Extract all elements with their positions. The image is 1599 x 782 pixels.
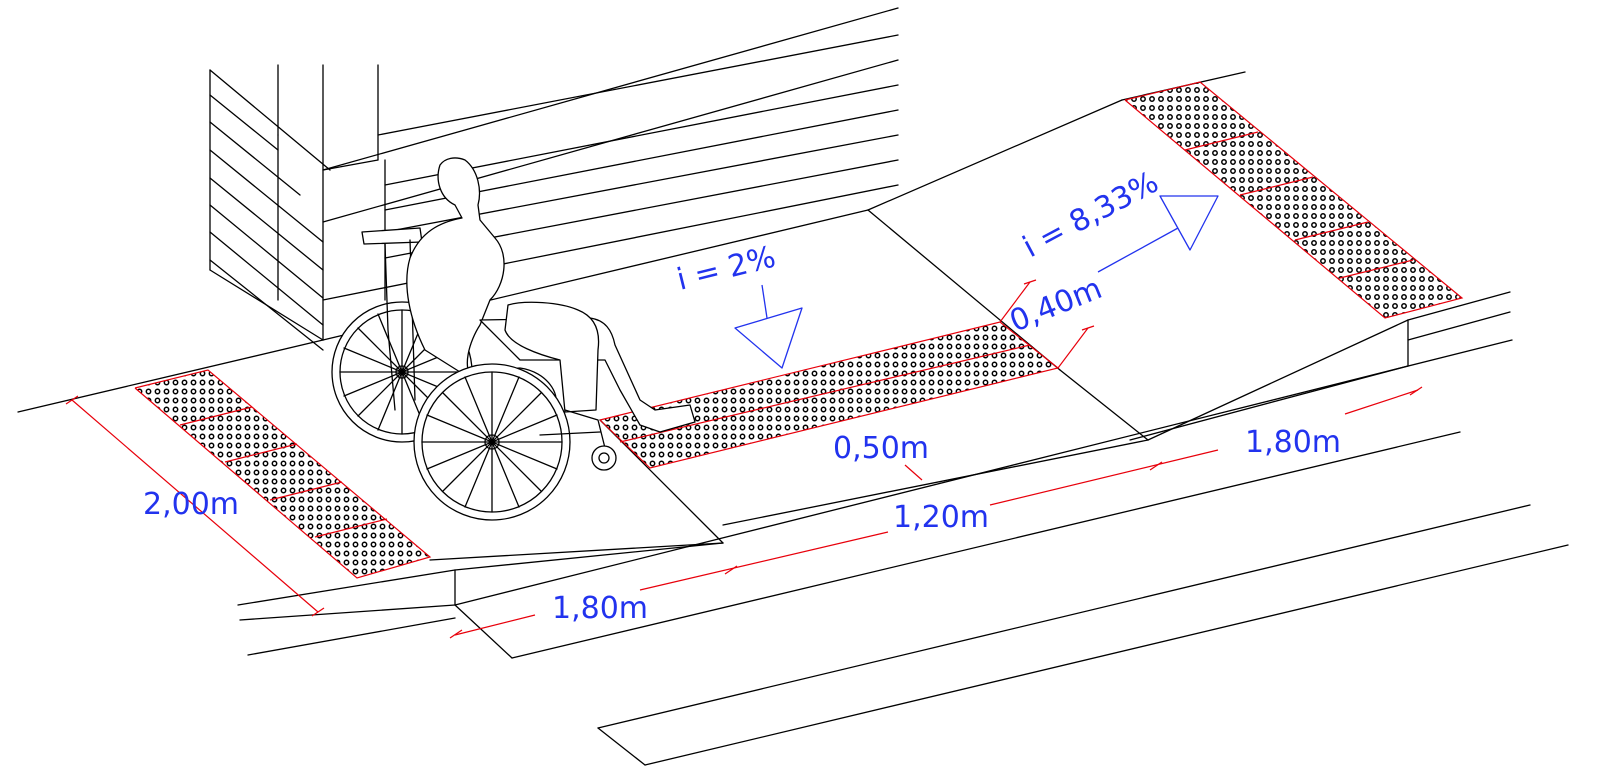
label-ramp-180-left: 1,80m (552, 591, 648, 626)
building-block (209, 7, 899, 351)
tactile-paving-right (1124, 81, 1464, 319)
wheelchair-user-figure (331, 157, 696, 521)
label-width-200: 2,00m (143, 487, 239, 522)
slope-arrow-right (1097, 195, 1219, 273)
slope-arrow-left (734, 284, 803, 369)
label-flat-120: 1,20m (893, 500, 989, 535)
dimension-lines (65, 279, 1423, 639)
tactile-paving-center (599, 321, 1060, 469)
label-slope-right: i = 8,33% (1017, 165, 1164, 265)
tactile-paving-left (134, 369, 432, 579)
label-width-050: 0,50m (833, 431, 929, 466)
label-depth-040: 0,40m (1005, 271, 1107, 339)
label-ramp-180-right: 1,80m (1245, 425, 1341, 460)
